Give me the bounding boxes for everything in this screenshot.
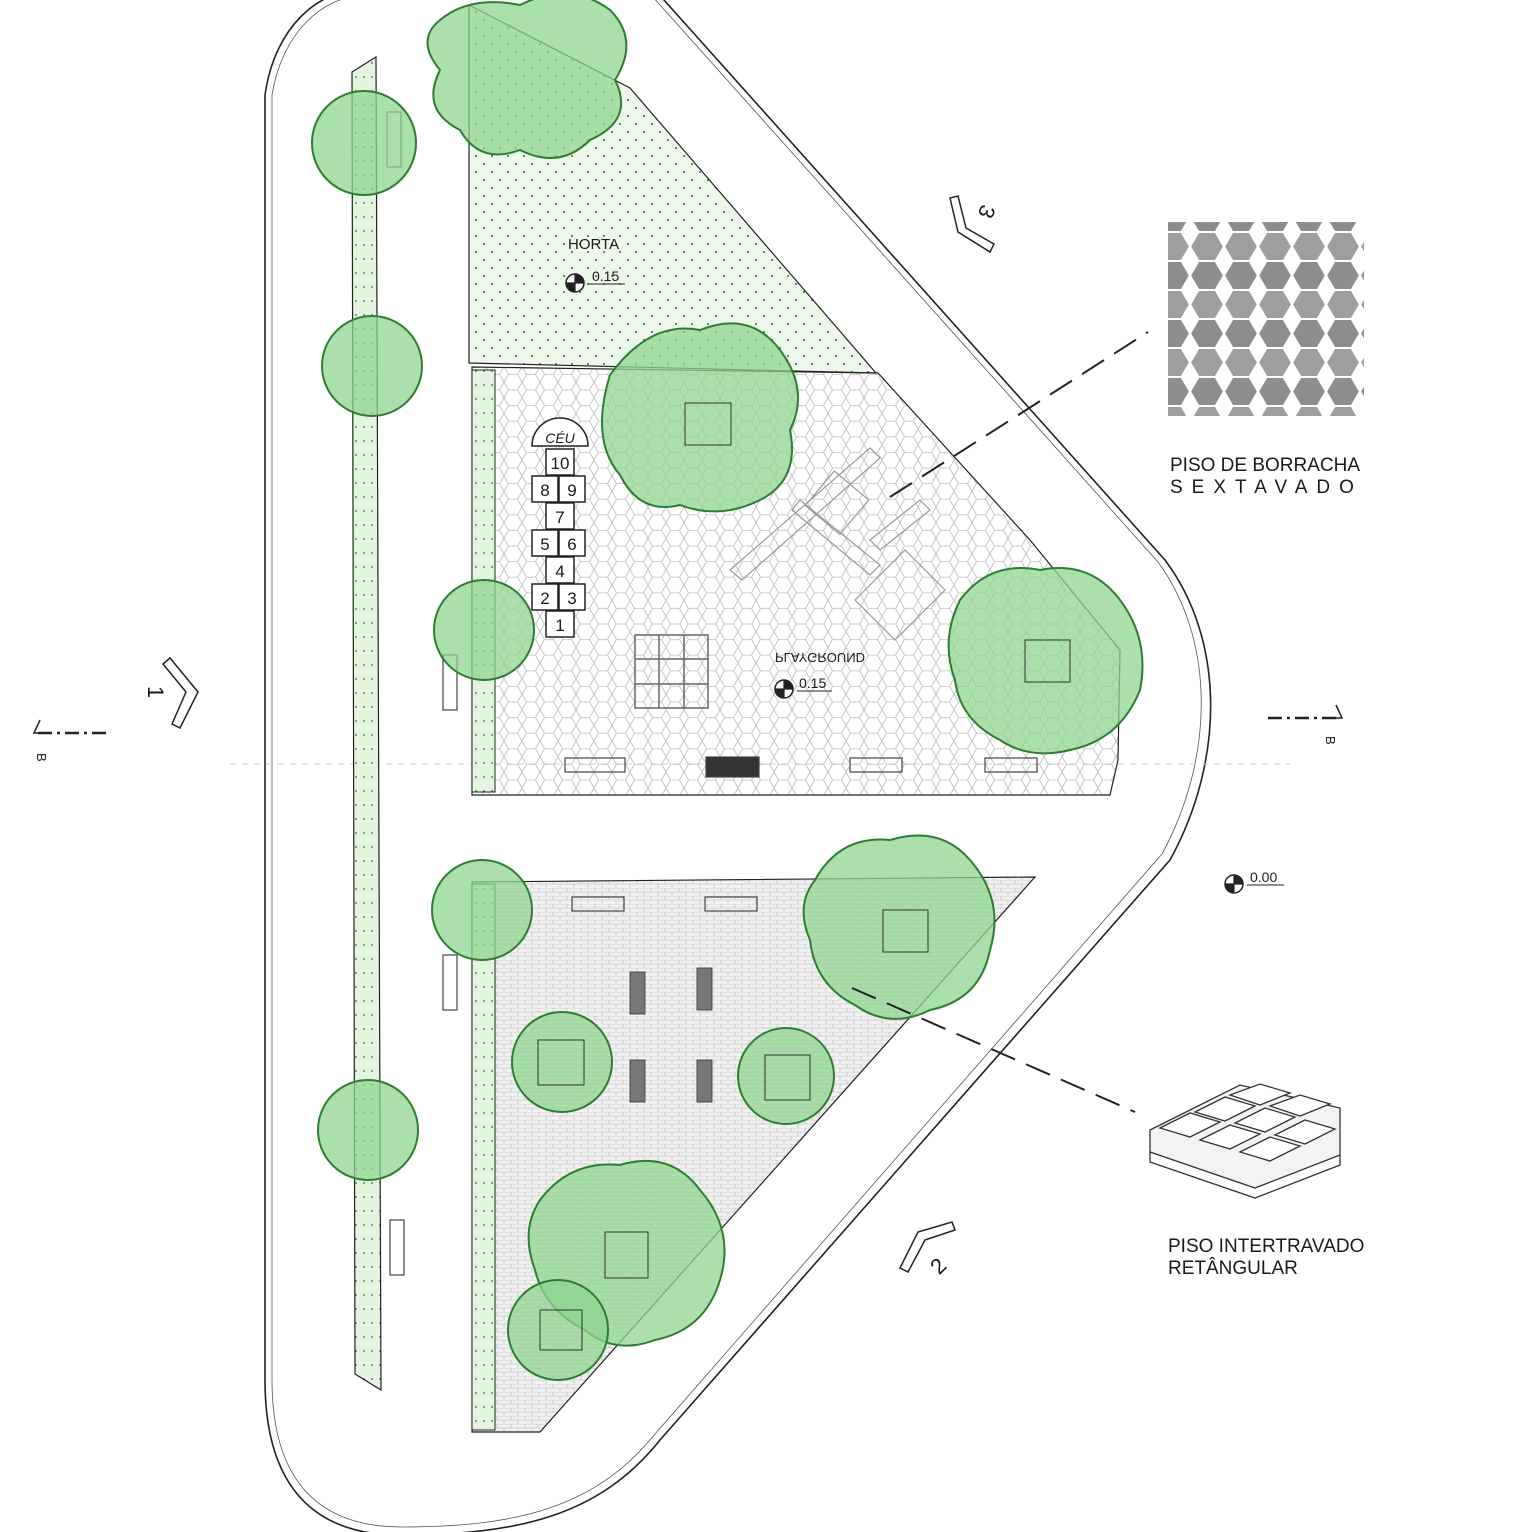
legend-rubber-line2: SEXTAVADO <box>1170 477 1363 498</box>
tree-plaza-1 <box>802 834 996 1020</box>
tree-left-4 <box>431 859 533 961</box>
view-label-2: 2 <box>925 1253 951 1279</box>
hopscotch-cell <box>545 502 575 530</box>
horta-label: HORTA <box>568 236 619 253</box>
view-label-3: 3 <box>973 202 1001 222</box>
benches <box>386 111 1038 1276</box>
paver-floor-swatch <box>1149 1083 1341 1199</box>
hopscotch-cell-label: 5 <box>540 535 549 554</box>
section-label-left: B <box>34 753 49 762</box>
section-label-right: B <box>1323 736 1338 745</box>
legend-rubber: PISO DE BORRACHA SEXTAVADO <box>1170 455 1363 499</box>
section-cut-left: B <box>32 719 108 762</box>
hopscotch-cell-label: 2 <box>540 589 549 608</box>
trees <box>311 0 1144 1381</box>
hopscotch-cell <box>531 529 559 557</box>
legend-rubber-line1: PISO DE BORRACHA <box>1170 455 1361 476</box>
hopscotch-cell <box>531 583 559 611</box>
hopscotch-cell-label: 9 <box>567 481 576 500</box>
hopscotch-cell-label: 8 <box>540 481 549 500</box>
view-arrow-3: 3 <box>949 195 1001 254</box>
view-arrow-2: 2 <box>898 1221 956 1279</box>
tree-plaza-5 <box>507 1279 609 1381</box>
level-horta: 0.15 <box>592 268 619 284</box>
section-cut-right: B <box>1268 704 1344 745</box>
tree-pits <box>537 402 1071 1351</box>
view-arrow-1: 1 <box>143 656 199 730</box>
hopscotch-top-label: CÉU <box>545 430 575 446</box>
left-planting-strip <box>351 55 382 1392</box>
tree-plaza-3 <box>737 1027 835 1125</box>
hopscotch-cell <box>531 475 559 503</box>
playground-structure <box>729 447 946 641</box>
hopscotch-cell-label: 1 <box>555 616 564 635</box>
level-marker-horta: 0.15 <box>565 268 625 293</box>
level-marker-playground: 0.15 <box>774 675 832 699</box>
level-playground: 0.15 <box>799 675 826 691</box>
leader-paver <box>851 987 1136 1113</box>
site-boundary-outer <box>264 0 1212 1532</box>
tree-playground-1 <box>601 322 799 513</box>
hopscotch-cell <box>558 583 586 611</box>
tree-playground-2 <box>947 567 1144 755</box>
game-tables <box>629 967 713 1103</box>
hopscotch-top <box>531 417 589 447</box>
hopscotch-cell-label: 7 <box>555 508 564 527</box>
hopscotch-cell-label: 4 <box>555 562 564 581</box>
hopscotch-cell-label: 6 <box>567 535 576 554</box>
leader-rubber <box>889 331 1149 498</box>
tree-left-5 <box>317 1079 419 1181</box>
plaza-planting-strip <box>471 883 496 1431</box>
playground-label: PLAYGROUND <box>775 650 865 665</box>
tree-left-3 <box>433 579 535 681</box>
tree-left-1 <box>311 90 417 196</box>
legend-paver: PISO INTERTRAVADO RETÂNGULAR <box>1168 1236 1364 1280</box>
rubber-floor-swatch <box>1168 222 1364 416</box>
tree-horta <box>426 0 628 159</box>
hopscotch-cell <box>545 610 575 638</box>
hopscotch-cell <box>558 529 586 557</box>
site-boundary-inner <box>271 0 1202 1528</box>
hopscotch-cell-label: 3 <box>567 589 576 608</box>
legend-paver-line2: RETÂNGULAR <box>1168 1258 1298 1279</box>
view-label-1: 1 <box>143 686 168 698</box>
level-marker-street: 0.00 <box>1224 869 1284 894</box>
legend-paver-line1: PISO INTERTRAVADO <box>1168 1236 1365 1257</box>
tic-tac-toe-grid <box>634 634 709 709</box>
tree-plaza-2 <box>511 1011 613 1113</box>
level-street: 0.00 <box>1250 869 1277 885</box>
hopscotch-cell-label: 10 <box>551 454 570 473</box>
hopscotch-cell <box>558 475 586 503</box>
hopscotch: CÉU <box>531 417 589 447</box>
tree-left-2 <box>321 315 423 417</box>
hopscotch-cell <box>545 556 575 584</box>
hopscotch-cell <box>545 448 575 476</box>
